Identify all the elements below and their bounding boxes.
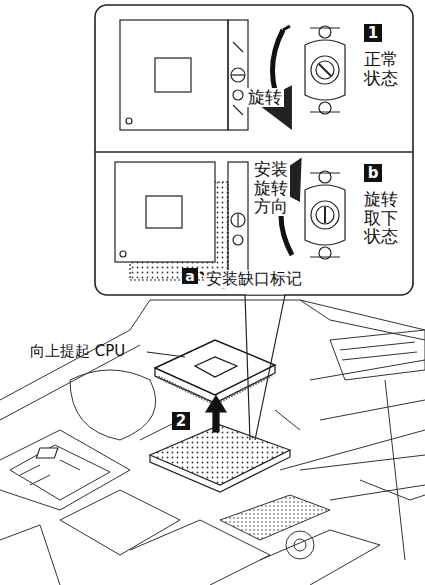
callout-number: 1 <box>364 24 382 42</box>
notch-label: 安装缺口标记 <box>204 270 304 288</box>
callout-number: a <box>182 268 198 284</box>
part-label: 向上提起 CPU <box>30 343 125 360</box>
callout-number: b <box>364 164 382 182</box>
direction-label: 安装旋转方向 <box>252 160 290 216</box>
state-label: 正常状态 <box>364 50 398 87</box>
rotate-label: 旋转 <box>246 88 284 107</box>
callout-number: 2 <box>172 412 190 430</box>
state-label: 旋转取下状态 <box>364 190 398 246</box>
